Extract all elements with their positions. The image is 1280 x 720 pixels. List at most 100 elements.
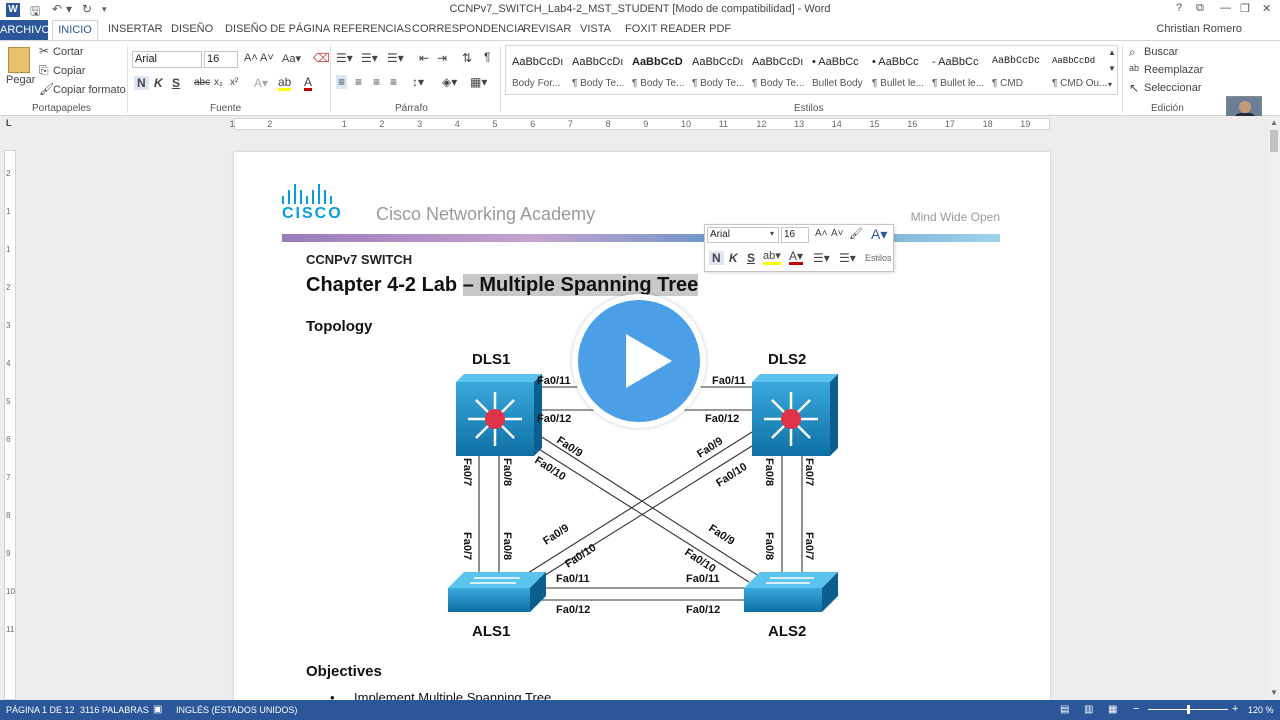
strikethrough-icon[interactable]: abc: [194, 77, 211, 88]
highlight-icon[interactable]: ab: [278, 75, 292, 91]
cut-button[interactable]: Cortar: [53, 46, 84, 58]
ribbon-display-icon[interactable]: ⧉: [1196, 2, 1204, 14]
copy-button[interactable]: Copiar: [53, 65, 86, 77]
tab-referencias[interactable]: REFERENCIAS: [333, 23, 412, 35]
minimize-icon[interactable]: —: [1220, 2, 1231, 14]
proofing-icon[interactable]: ▣: [153, 704, 163, 715]
zoom-slider-thumb[interactable]: [1187, 705, 1190, 714]
scroll-up-icon[interactable]: ▲: [1270, 118, 1278, 127]
paste-button[interactable]: Pegar: [6, 74, 36, 86]
style-item[interactable]: AaBbCcDı¶ Body Te...: [752, 56, 805, 89]
web-layout-icon[interactable]: ▦: [1108, 704, 1118, 715]
mini-italic-button[interactable]: K: [729, 251, 738, 265]
tab-revisar[interactable]: REVISAR: [523, 23, 572, 35]
mini-highlight-icon[interactable]: ab▾: [763, 250, 781, 265]
paste-icon[interactable]: [8, 47, 30, 73]
style-item[interactable]: AaBbCcD¶ Body Te...: [632, 56, 685, 89]
close-icon[interactable]: ✕: [1262, 3, 1272, 15]
mini-bullets-icon[interactable]: ☰▾: [813, 251, 830, 265]
zoom-out-icon[interactable]: −: [1133, 703, 1140, 715]
replace-icon[interactable]: ab: [1129, 63, 1140, 73]
format-painter-button[interactable]: Copiar formato: [53, 84, 126, 96]
mini-numbering-icon[interactable]: ☰▾: [839, 251, 856, 265]
shading-icon[interactable]: ◈▾: [442, 75, 458, 89]
shrink-font-icon[interactable]: A˅: [260, 52, 274, 64]
mini-font-dropdown-icon[interactable]: ▾: [770, 229, 775, 238]
style-item[interactable]: • AaBbCc¶ Bullet le...: [872, 56, 925, 89]
subscript-icon[interactable]: x₂: [214, 77, 223, 88]
print-layout-icon[interactable]: ▥: [1084, 704, 1094, 715]
scrollbar-thumb[interactable]: [1270, 130, 1278, 152]
style-item[interactable]: AaBbCcDı¶ Body Te...: [692, 56, 745, 89]
decrease-indent-icon[interactable]: ⇤: [419, 51, 430, 65]
font-name-combo[interactable]: Arial: [132, 51, 202, 68]
search-icon[interactable]: ⌕: [1129, 45, 1136, 59]
zoom-level[interactable]: 120 %: [1248, 705, 1274, 715]
text-effects-icon[interactable]: A▾: [254, 76, 269, 90]
clear-format-icon[interactable]: ⌫: [313, 51, 330, 65]
align-center-icon[interactable]: ≡: [355, 75, 363, 89]
als2-switch-icon[interactable]: [744, 572, 838, 612]
chapter-title[interactable]: Chapter 4-2 Lab – Multiple Spanning Tree: [306, 274, 699, 297]
styles-more-icon[interactable]: ▾: [1108, 80, 1113, 89]
tab-correspondencia[interactable]: CORRESPONDENCIA: [412, 23, 525, 35]
language-indicator[interactable]: INGLÉS (ESTADOS UNIDOS): [176, 705, 298, 715]
styles-scroll-down-icon[interactable]: ▼: [1108, 64, 1116, 73]
change-case-icon[interactable]: Aa▾: [282, 53, 301, 65]
find-button[interactable]: Buscar: [1144, 46, 1179, 58]
style-item[interactable]: - AaBbCc¶ Bullet le...: [932, 56, 985, 89]
tab-foxit[interactable]: FOXIT READER PDF: [625, 23, 732, 35]
user-name[interactable]: Christian Romero: [1156, 23, 1242, 35]
mini-styles-label[interactable]: Estilos: [865, 253, 892, 263]
underline-button[interactable]: S: [172, 76, 181, 90]
multilevel-list-icon[interactable]: ☰▾: [387, 51, 404, 65]
scroll-down-icon[interactable]: ▼: [1270, 688, 1278, 697]
course-header[interactable]: CCNPv7 SWITCH: [306, 252, 413, 267]
restore-icon[interactable]: ❐: [1240, 3, 1250, 15]
play-button[interactable]: [572, 294, 706, 428]
dls2-switch-icon[interactable]: [752, 374, 838, 456]
tab-inicio[interactable]: INICIO: [52, 20, 98, 40]
mini-font-color-icon[interactable]: A▾: [789, 249, 804, 265]
styles-scroll-up-icon[interactable]: ▲: [1108, 48, 1116, 57]
word-app-icon[interactable]: W: [6, 3, 20, 17]
justify-icon[interactable]: ≡: [390, 75, 398, 89]
align-right-icon[interactable]: ≡: [373, 75, 381, 89]
undo-dropdown-icon[interactable]: ▾: [66, 2, 73, 16]
mini-shrink-font-icon[interactable]: A˅: [831, 228, 844, 239]
undo-icon[interactable]: ↶: [52, 2, 63, 16]
superscript-icon[interactable]: x²: [230, 77, 239, 88]
tab-vista[interactable]: VISTA: [580, 23, 611, 35]
redo-icon[interactable]: ↻: [82, 2, 93, 16]
tab-diseno[interactable]: DISEÑO: [171, 23, 214, 35]
tab-diseno-pagina[interactable]: DISEÑO DE PÁGINA: [225, 23, 331, 35]
tab-insertar[interactable]: INSERTAR: [108, 23, 163, 35]
objectives-heading[interactable]: Objectives: [306, 663, 382, 680]
style-item[interactable]: AaBbCcDc¶ CMD: [992, 56, 1041, 89]
style-item[interactable]: AaBbCcDı¶ Body Te...: [572, 56, 625, 89]
sort-icon[interactable]: ⇅: [462, 51, 473, 65]
vertical-scrollbar[interactable]: ▲ ▼: [1268, 116, 1280, 700]
format-painter-icon[interactable]: 🖌: [39, 82, 55, 96]
customize-qat-icon[interactable]: ▾: [102, 4, 107, 14]
mini-underline-button[interactable]: S: [747, 251, 756, 265]
italic-button[interactable]: K: [154, 76, 163, 90]
grow-font-icon[interactable]: A˄: [244, 52, 258, 64]
numbering-icon[interactable]: ☰▾: [361, 51, 378, 65]
style-item[interactable]: AaBbCcDd¶ CMD Ou...: [1052, 56, 1108, 89]
tab-selector-icon[interactable]: L: [6, 118, 12, 128]
show-marks-icon[interactable]: ¶: [484, 50, 491, 64]
align-left-icon[interactable]: ≡: [336, 75, 348, 89]
bold-button[interactable]: N: [134, 76, 149, 90]
increase-indent-icon[interactable]: ⇥: [437, 51, 448, 65]
als1-switch-icon[interactable]: [448, 572, 546, 612]
page-count[interactable]: PÁGINA 1 DE 12: [6, 705, 75, 715]
select-icon[interactable]: ↖: [1129, 81, 1140, 95]
font-size-combo[interactable]: 16: [204, 51, 238, 68]
word-count[interactable]: 3116 PALABRAS: [80, 705, 149, 715]
bullets-icon[interactable]: ☰▾: [336, 51, 353, 65]
dls1-switch-icon[interactable]: [456, 374, 542, 456]
